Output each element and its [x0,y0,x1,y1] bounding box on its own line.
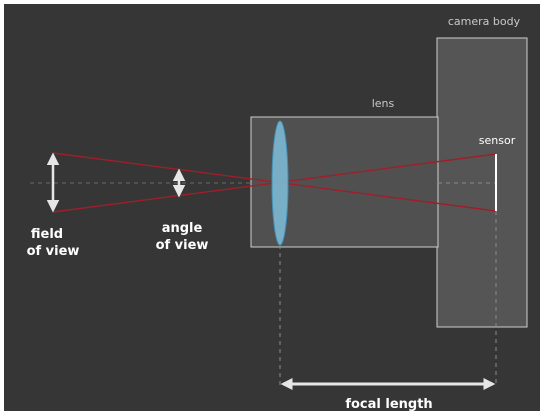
field-of-view-label-line1: field [31,227,63,242]
focal-length-label: focal length [345,397,432,412]
field-of-view-label-line2: of view [27,244,80,259]
lens-element [271,120,289,246]
camera-body-label: camera body [448,15,521,28]
lens-label: lens [372,97,395,110]
angle-of-view-label-line1: angle [162,221,203,236]
angle-of-view-label-line2: of view [156,238,209,253]
sensor-label: sensor [479,134,516,147]
